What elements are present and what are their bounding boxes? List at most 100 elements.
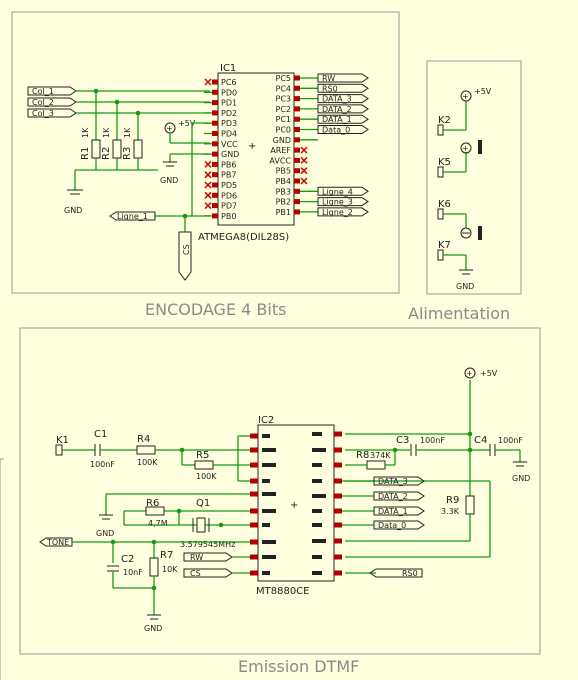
svg-text:GND: GND xyxy=(456,282,474,291)
port-rs0 xyxy=(369,568,423,578)
title-emission: Emission DTMF xyxy=(238,657,359,676)
svg-text:GND: GND xyxy=(96,529,114,538)
svg-text:K5: K5 xyxy=(438,157,451,168)
port-rw xyxy=(183,552,233,562)
ic1-pin-r-gnd: GND xyxy=(273,136,291,145)
ic1-pin-r-avcc: AVCC xyxy=(269,156,291,165)
svg-text:+5V: +5V xyxy=(480,369,498,378)
ic1-pin-pd1: PD1 xyxy=(221,99,237,108)
alim-connectors: K2 + +5V K5 + K6 K7 GND xyxy=(437,87,492,291)
ic2-ref: IC2 xyxy=(258,415,274,426)
svg-text:3.579545MHz: 3.579545MHz xyxy=(180,540,235,549)
svg-text:CS: CS xyxy=(182,244,191,255)
c3-label: C3 xyxy=(396,435,409,446)
svg-text:RW: RW xyxy=(190,553,203,562)
r3-label: R3 xyxy=(122,147,133,160)
svg-text:Ligne_1: Ligne_1 xyxy=(117,212,148,221)
svg-text:374K: 374K xyxy=(370,451,391,460)
svg-text:GND: GND xyxy=(512,474,530,483)
svg-text:1K: 1K xyxy=(123,127,132,138)
svg-text:3.3K: 3.3K xyxy=(441,507,460,516)
ic1-pin-r-pc0: PC0 xyxy=(276,126,292,135)
ic1-pin-pc6: PC6 xyxy=(221,78,237,87)
svg-text:100nF: 100nF xyxy=(498,436,523,445)
ic1-pin-pd4: PD4 xyxy=(221,130,237,139)
ic1-pin-r-pb3: PB3 xyxy=(276,187,291,196)
svg-text:100nF: 100nF xyxy=(420,436,445,445)
svg-text:100nF: 100nF xyxy=(90,460,115,469)
port-col-1: Col_1 xyxy=(32,87,54,96)
ic1-pin-vcc: VCC xyxy=(221,140,238,149)
svg-text:GND: GND xyxy=(144,624,162,633)
svg-text:K7: K7 xyxy=(438,240,451,251)
svg-text:+: + xyxy=(248,141,256,152)
ic2-port-data_3: DATA_3 xyxy=(378,477,408,486)
port-rs0: RS0 xyxy=(322,84,338,93)
ic1-pin-r-pc5: PC5 xyxy=(276,74,292,83)
ic2-port-data_0: Data_0 xyxy=(378,521,406,530)
port-ligne_4: Ligne_4 xyxy=(322,187,353,196)
input-stage: K1 C1 100nF R4 100K R5 100K xyxy=(55,429,250,482)
ic1-pin-r-pc1: PC1 xyxy=(276,115,292,124)
svg-text:+: + xyxy=(166,124,173,133)
title-alimentation: Alimentation xyxy=(408,304,510,323)
gnd-symbol-ic1: GND xyxy=(160,153,210,185)
svg-text:+: + xyxy=(462,92,469,101)
ic2-right-circuit: + +5V R8 374K C3 100nF C4 100nF GND R9 3… xyxy=(345,367,530,578)
frame-emission xyxy=(19,327,541,655)
svg-text:1K: 1K xyxy=(102,127,111,138)
r9-label: R9 xyxy=(446,495,459,506)
port-rw: RW xyxy=(322,74,335,83)
svg-text:+: + xyxy=(462,144,469,153)
c4-label: C4 xyxy=(474,435,487,446)
c1-label: C1 xyxy=(94,429,107,440)
ic2-port-data_2: DATA_2 xyxy=(378,492,408,501)
port-col-3: Col_3 xyxy=(32,109,54,118)
frame-alimentation xyxy=(426,60,522,295)
k1-label: K1 xyxy=(56,435,69,446)
r1-label: R1 xyxy=(80,147,91,160)
svg-text:100K: 100K xyxy=(137,458,158,467)
svg-text:10nF: 10nF xyxy=(123,568,143,577)
port-data_1: DATA_1 xyxy=(322,115,352,124)
svg-text:100K: 100K xyxy=(196,472,217,481)
port-cs xyxy=(178,231,192,281)
svg-text:GND: GND xyxy=(160,176,178,185)
c2-label: C2 xyxy=(121,554,134,565)
ic1-pin-pd6: PD6 xyxy=(221,191,237,200)
ic2-pins xyxy=(250,431,342,576)
frame-encodage xyxy=(11,11,400,294)
title-encodage: ENCODAGE 4 Bits xyxy=(145,300,286,319)
svg-text:+: + xyxy=(466,369,473,378)
ic1-pin-r-pb1: PB1 xyxy=(276,208,291,217)
r5-label: R5 xyxy=(196,450,209,461)
port-ligne_2: Ligne_2 xyxy=(322,208,353,217)
ic1-pin-pb7: PB7 xyxy=(221,171,236,180)
svg-text:CS: CS xyxy=(190,569,201,578)
q1-label: Q1 xyxy=(196,498,210,509)
ic1-pin-r-pb2: PB2 xyxy=(276,198,291,207)
ic1-pin-pd3: PD3 xyxy=(221,119,237,128)
ic2-port-data_1: DATA_1 xyxy=(378,507,408,516)
svg-text:+5V: +5V xyxy=(178,119,196,128)
ic1-pin-pd2: PD2 xyxy=(221,109,237,118)
ic1-left-pins: PC6PD0PD1PD2PD3PD4VCCGNDPB6PB7PD5PD6PD7P… xyxy=(204,78,239,221)
r6-label: R6 xyxy=(146,498,159,509)
resistors-r1-r3: R1 1K R2 1K R3 1K xyxy=(75,91,158,171)
svg-text:GND: GND xyxy=(64,206,82,215)
svg-text:1K: 1K xyxy=(81,127,90,138)
ic1-pin-r-pb5: PB5 xyxy=(276,167,291,176)
tone-stage: TONE C2 10nF R7 10K GND RW CS xyxy=(39,537,250,633)
gnd-symbol-left: GND xyxy=(64,170,83,215)
svg-text:K2: K2 xyxy=(438,115,451,126)
ic1-pin-r-aref: AREF xyxy=(270,146,291,155)
ic1-pin-pd5: PD5 xyxy=(221,181,237,190)
ic1-pin-pb6: PB6 xyxy=(221,160,236,169)
port-data_0: Data_0 xyxy=(322,126,350,135)
col-ports: Col_1 Col_2 Col_3 xyxy=(27,86,77,118)
r7-label: R7 xyxy=(160,550,173,561)
r2-label: R2 xyxy=(101,147,112,160)
svg-text:+5V: +5V xyxy=(474,87,492,96)
ic1-pin-gnd: GND xyxy=(221,150,239,159)
